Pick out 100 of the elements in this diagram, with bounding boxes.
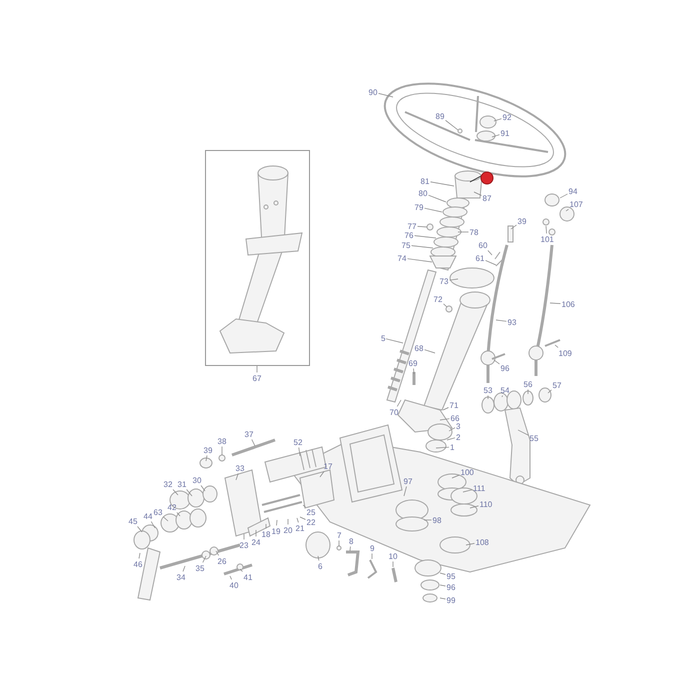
callout-number: 78 xyxy=(470,228,478,236)
callout-number: 101 xyxy=(540,234,554,244)
callout-number: 17 xyxy=(324,462,332,470)
callout-number: 34 xyxy=(176,572,186,582)
leader-line xyxy=(350,546,351,552)
callout-number: 39 xyxy=(518,216,526,226)
leader-line xyxy=(470,506,479,508)
callout-number: 75 xyxy=(402,240,410,250)
leader-line xyxy=(424,349,436,354)
leader-line xyxy=(296,518,299,523)
callout-number: 20 xyxy=(284,526,292,534)
callout-number: 72 xyxy=(434,294,442,304)
callout-number: 69 xyxy=(408,358,418,368)
leader-line xyxy=(176,512,180,516)
callout-number: 76 xyxy=(404,230,414,240)
leader-line xyxy=(492,134,500,138)
leader-line xyxy=(186,489,192,496)
callout-number: 111 xyxy=(473,484,486,492)
callout-number: 1 xyxy=(450,442,454,452)
leader-line xyxy=(466,543,475,546)
callout-number: 25 xyxy=(306,508,316,516)
callout-number: 55 xyxy=(530,434,538,442)
leader-line xyxy=(230,576,232,580)
leader-line xyxy=(276,520,278,526)
leader-line xyxy=(462,489,472,492)
callout-number: 44 xyxy=(144,512,152,520)
callout-number: 19 xyxy=(272,526,280,536)
callout-number: 100 xyxy=(460,468,474,476)
leader-line xyxy=(452,474,460,478)
callout-number: 52 xyxy=(294,438,302,446)
leader-line xyxy=(448,427,456,432)
callout-number: 8 xyxy=(349,536,354,546)
callout-number: 109 xyxy=(558,348,572,358)
leader-line xyxy=(440,598,446,600)
leader-line xyxy=(407,258,432,262)
callout-number: 39 xyxy=(204,446,212,454)
callout-number: 108 xyxy=(476,538,489,546)
leader-line xyxy=(150,521,156,528)
callout-number: 38 xyxy=(218,436,226,446)
callout-number: 95 xyxy=(446,572,456,580)
leader-line xyxy=(546,226,547,234)
leader-line xyxy=(518,430,529,436)
callout-number: 57 xyxy=(552,380,562,390)
callout-number: 45 xyxy=(128,516,138,526)
callout-number: 6 xyxy=(318,562,322,570)
leader-line xyxy=(496,320,507,322)
leader-line xyxy=(302,504,306,508)
callout-number: 92 xyxy=(502,112,512,122)
callout-number: 68 xyxy=(414,344,424,352)
callout-number: 30 xyxy=(192,476,202,484)
callout-number: 53 xyxy=(484,386,492,394)
leader-line xyxy=(182,566,186,572)
leader-line xyxy=(414,235,436,238)
callout-number: 23 xyxy=(240,540,248,550)
leader-line xyxy=(392,561,394,568)
leader-line xyxy=(396,400,402,407)
callout-number: 98 xyxy=(432,516,442,524)
callout-number: 67 xyxy=(252,374,262,382)
leader-line xyxy=(300,516,306,520)
leader-line xyxy=(430,182,454,186)
leader-line xyxy=(494,118,502,122)
leader-line xyxy=(550,302,561,304)
callout-number: 22 xyxy=(306,518,316,526)
callout-number: 32 xyxy=(164,480,172,488)
leader-line xyxy=(443,304,448,308)
leader-line xyxy=(440,572,446,575)
leader-line xyxy=(216,550,220,556)
leader-line xyxy=(424,208,442,212)
callout-number: 66 xyxy=(450,414,460,422)
callout-number: 87 xyxy=(482,194,492,202)
leader-line xyxy=(436,446,450,448)
leader-line xyxy=(251,439,256,446)
callout-number: 93 xyxy=(508,318,516,326)
leader-line xyxy=(206,455,208,462)
leader-line xyxy=(485,260,496,266)
leader-line xyxy=(404,486,407,496)
callout-number: 61 xyxy=(476,254,484,262)
callout-number: 94 xyxy=(568,186,578,196)
leader-line xyxy=(200,485,206,492)
leader-line xyxy=(240,568,243,572)
leader-line xyxy=(445,120,458,130)
leader-line xyxy=(236,473,239,480)
callout-number: 40 xyxy=(230,580,238,590)
callout-number: 91 xyxy=(500,128,510,138)
leader-line xyxy=(163,516,168,522)
leader-line xyxy=(440,584,446,586)
leader-line xyxy=(138,552,140,559)
callout-number: 10 xyxy=(388,552,398,560)
callout-number: 71 xyxy=(450,400,458,410)
callout-number: 107 xyxy=(570,200,583,208)
leader-line xyxy=(137,526,142,532)
leader-line xyxy=(413,368,414,374)
leader-line xyxy=(318,556,320,561)
leader-line xyxy=(502,395,503,398)
callout-number: 56 xyxy=(524,380,532,388)
callout-number: 9 xyxy=(370,544,374,552)
callout-number: 31 xyxy=(178,480,186,488)
callout-number: 24 xyxy=(252,538,260,546)
callout-number: 77 xyxy=(408,222,416,230)
callout-number: 2 xyxy=(456,432,460,442)
